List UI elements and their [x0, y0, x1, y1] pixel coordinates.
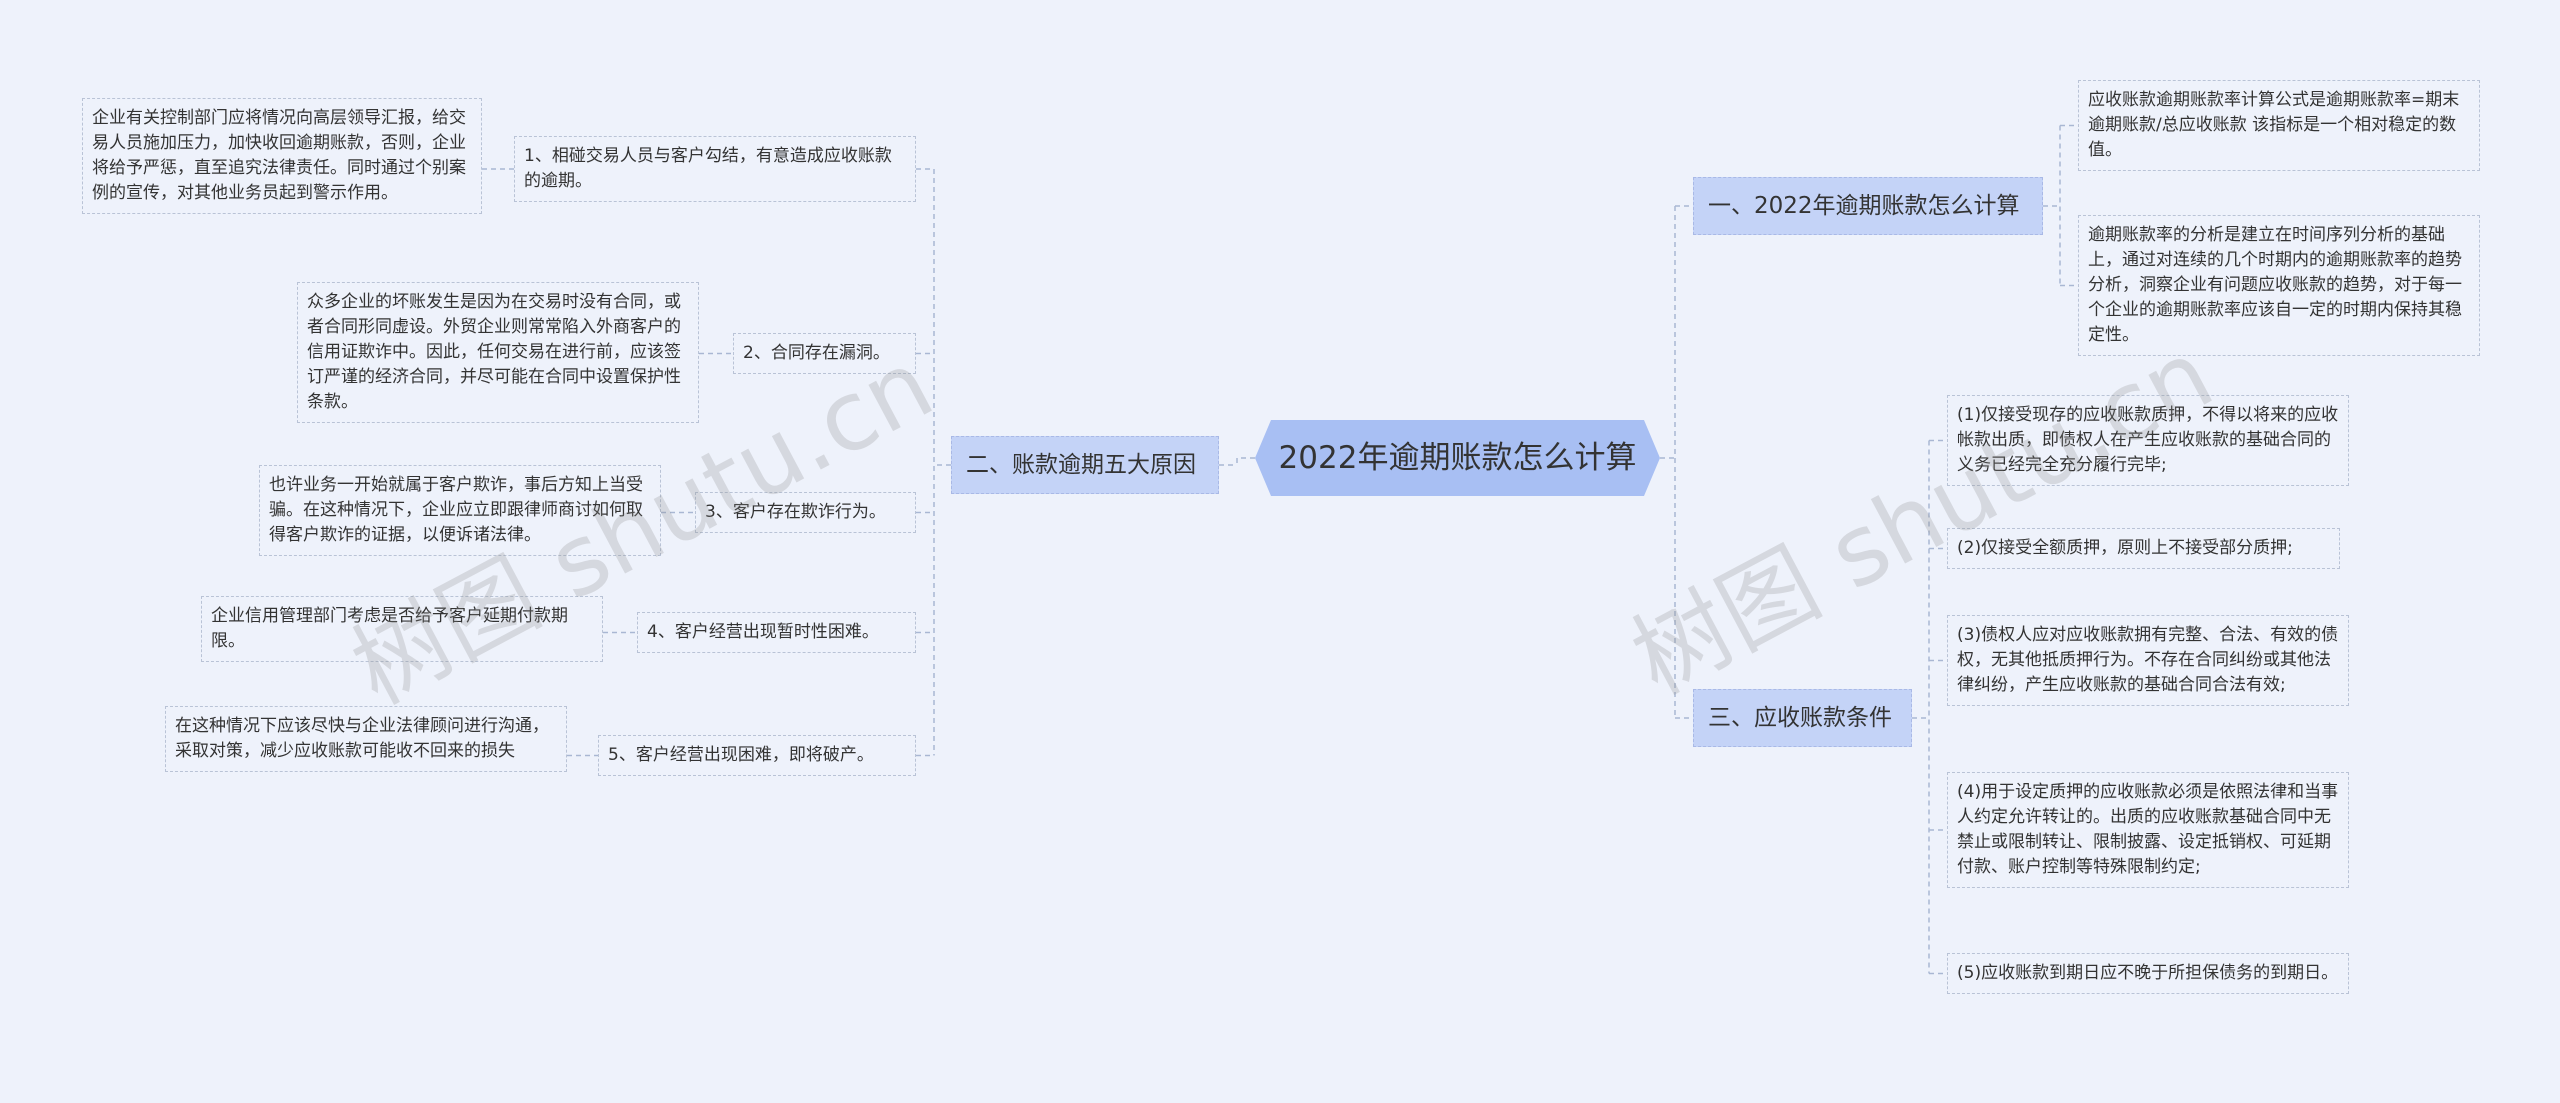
reason-label: 2、合同存在漏洞。: [743, 343, 890, 363]
branch-calculation[interactable]: 一、2022年逾期账款怎么计算: [1693, 177, 2043, 235]
branch-label: 一、2022年逾期账款怎么计算: [1708, 193, 2020, 219]
reason-label: 1、相碰交易人员与客户勾结，有意造成应收账款的逾期。: [524, 146, 892, 191]
reason-label: 3、客户存在欺诈行为。: [705, 502, 886, 522]
reason-1[interactable]: 1、相碰交易人员与客户勾结，有意造成应收账款的逾期。: [514, 136, 916, 202]
condition-text: (3)债权人应对应收账款拥有完整、合法、有效的债权，无其他抵质押行为。不存在合同…: [1957, 625, 2339, 695]
condition-1[interactable]: (1)仅接受现存的应收账款质押，不得以将来的应收帐款出质，即债权人在产生应收账款…: [1947, 395, 2349, 486]
detail-text: 企业信用管理部门考虑是否给予客户延期付款期限。: [211, 606, 568, 651]
condition-3[interactable]: (3)债权人应对应收账款拥有完整、合法、有效的债权，无其他抵质押行为。不存在合同…: [1947, 615, 2349, 706]
detail-text: 在这种情况下应该尽快与企业法律顾问进行沟通，采取对策，减少应收账款可能收不回来的…: [175, 716, 549, 761]
reason-3[interactable]: 3、客户存在欺诈行为。: [695, 492, 916, 533]
reason-label: 5、客户经营出现困难，即将破产。: [608, 745, 874, 765]
reason-2-detail[interactable]: 众多企业的坏账发生是因为在交易时没有合同，或者合同形同虚设。外贸企业则常常陷入外…: [297, 282, 699, 423]
reason-2[interactable]: 2、合同存在漏洞。: [733, 333, 916, 374]
condition-5[interactable]: (5)应收账款到期日应不晚于所担保债务的到期日。: [1947, 953, 2349, 994]
reason-5[interactable]: 5、客户经营出现困难，即将破产。: [598, 735, 916, 776]
reason-1-detail[interactable]: 企业有关控制部门应将情况向高层领导汇报，给交易人员施加压力，加快收回逾期账款，否…: [82, 98, 482, 214]
reason-4-detail[interactable]: 企业信用管理部门考虑是否给予客户延期付款期限。: [201, 596, 603, 662]
condition-text: (1)仅接受现存的应收账款质押，不得以将来的应收帐款出质，即债权人在产生应收账款…: [1957, 405, 2339, 475]
condition-text: (4)用于设定质押的应收账款必须是依照法律和当事人约定允许转让的。出质的应收账款…: [1957, 782, 2339, 877]
root-topic[interactable]: 2022年逾期账款怎么计算: [1255, 420, 1660, 496]
branch-receivable-conditions[interactable]: 三、应收账款条件: [1693, 689, 1912, 747]
reason-4[interactable]: 4、客户经营出现暂时性困难。: [637, 612, 916, 653]
trend-analysis-note[interactable]: 逾期账款率的分析是建立在时间序列分析的基础上，通过对连续的几个时期内的逾期账款率…: [2078, 215, 2480, 356]
condition-text: (5)应收账款到期日应不晚于所担保债务的到期日。: [1957, 963, 2339, 983]
detail-text: 众多企业的坏账发生是因为在交易时没有合同，或者合同形同虚设。外贸企业则常常陷入外…: [307, 292, 681, 412]
reason-3-detail[interactable]: 也许业务一开始就属于客户欺诈，事后方知上当受骗。在这种情况下，企业应立即跟律师商…: [259, 465, 661, 556]
note-text: 逾期账款率的分析是建立在时间序列分析的基础上，通过对连续的几个时期内的逾期账款率…: [2088, 225, 2462, 345]
reason-label: 4、客户经营出现暂时性困难。: [647, 622, 879, 642]
condition-4[interactable]: (4)用于设定质押的应收账款必须是依照法律和当事人约定允许转让的。出质的应收账款…: [1947, 772, 2349, 888]
note-text: 应收账款逾期账款率计算公式是逾期账款率=期末逾期账款/总应收账款 该指标是一个相…: [2088, 90, 2460, 160]
branch-label: 三、应收账款条件: [1708, 705, 1892, 731]
detail-text: 也许业务一开始就属于客户欺诈，事后方知上当受骗。在这种情况下，企业应立即跟律师商…: [269, 475, 643, 545]
reason-5-detail[interactable]: 在这种情况下应该尽快与企业法律顾问进行沟通，采取对策，减少应收账款可能收不回来的…: [165, 706, 567, 772]
condition-2[interactable]: (2)仅接受全额质押，原则上不接受部分质押;: [1947, 528, 2340, 569]
root-title: 2022年逾期账款怎么计算: [1278, 440, 1637, 476]
detail-text: 企业有关控制部门应将情况向高层领导汇报，给交易人员施加压力，加快收回逾期账款，否…: [92, 108, 466, 203]
branch-label: 二、账款逾期五大原因: [966, 452, 1196, 478]
branch-overdue-reasons[interactable]: 二、账款逾期五大原因: [951, 436, 1219, 494]
condition-text: (2)仅接受全额质押，原则上不接受部分质押;: [1957, 538, 2293, 558]
calculation-formula-note[interactable]: 应收账款逾期账款率计算公式是逾期账款率=期末逾期账款/总应收账款 该指标是一个相…: [2078, 80, 2480, 171]
